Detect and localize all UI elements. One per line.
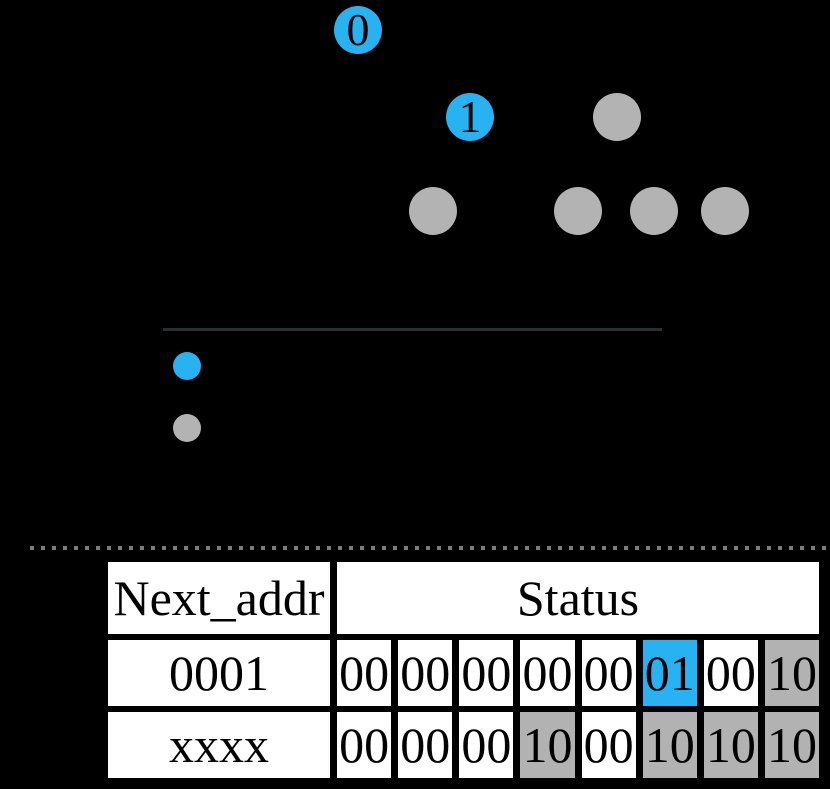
status-cell-highlight-blue: 01 [642,640,697,706]
tree-node-gray [554,187,602,235]
status-cell: 00 [459,640,514,706]
tree-node-gray [701,187,749,235]
status-cell-highlight-gray: 10 [520,712,575,778]
status-cell-highlight-gray: 10 [703,712,758,778]
tree-node-gray [630,187,678,235]
tree-node-0: 0 [334,6,382,54]
table-header-status: Status [337,562,819,634]
status-cell: 00 [459,712,514,778]
status-cell-highlight-gray: 10 [764,712,819,778]
status-table: Next_addr Status 0001 00 00 00 00 00 01 … [108,562,819,778]
status-cell: 00 [398,712,453,778]
next-addr-cell: xxxx [108,712,330,778]
status-cell: 00 [703,640,758,706]
status-cell: 00 [581,640,636,706]
table-header-next-addr: Next_addr [108,562,330,634]
status-cell: 00 [337,640,392,706]
status-cell-highlight-gray: 10 [764,640,819,706]
status-cell: 00 [520,640,575,706]
legend-blue-dot [173,352,201,380]
legend-divider-line [163,328,662,331]
next-addr-cell: 0001 [108,640,330,706]
tree-node-1: 1 [446,93,494,141]
status-cell: 00 [398,640,453,706]
legend-gray-dot [173,414,201,442]
dotted-separator-line [30,546,830,550]
tree-node-gray [409,187,457,235]
status-cell-highlight-gray: 10 [642,712,697,778]
status-cell: 00 [581,712,636,778]
tree-node-gray [593,93,641,141]
status-cell: 00 [337,712,392,778]
